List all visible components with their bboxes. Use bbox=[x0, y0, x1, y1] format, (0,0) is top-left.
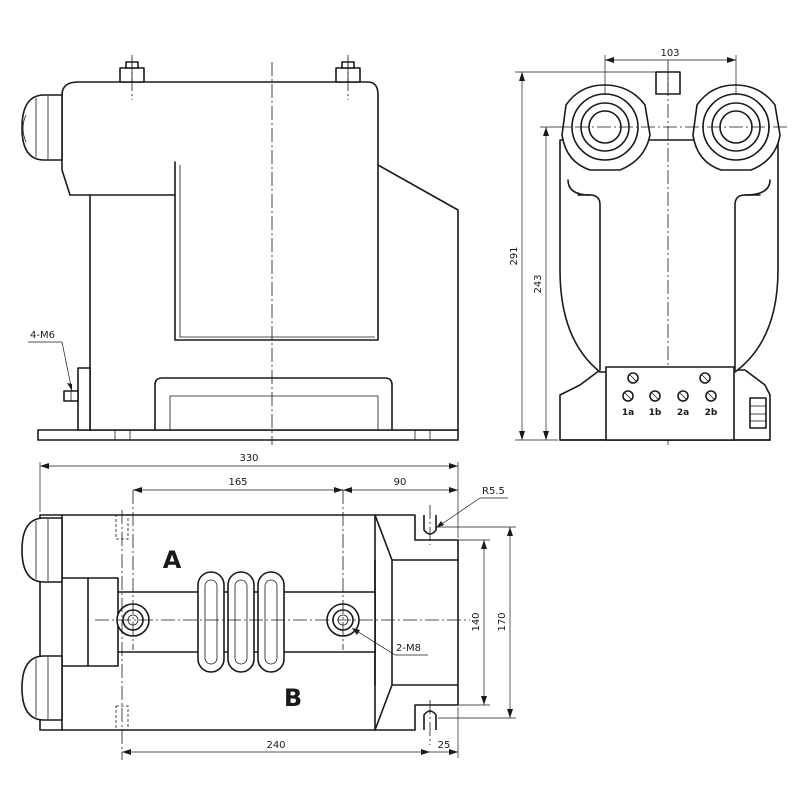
terminal-label-2a: 2a bbox=[677, 408, 689, 418]
plan-insulator-sheds bbox=[197, 571, 285, 673]
front-base-plate bbox=[37, 429, 459, 441]
side-ground-terminal bbox=[749, 397, 767, 429]
plan-terminal-housing-bottom bbox=[21, 655, 63, 721]
terminal-label-1a: 1a bbox=[622, 408, 634, 418]
dim-top-width: 103 bbox=[660, 48, 679, 59]
primary-label-a: A bbox=[163, 546, 182, 574]
front-handle bbox=[154, 377, 393, 431]
terminal-studs bbox=[622, 372, 717, 402]
dim-slot-radius: R5.5 bbox=[482, 486, 505, 497]
side-view: 1a 1b 2a 2b 103 291 243 bbox=[509, 48, 790, 445]
front-terminal-block bbox=[21, 94, 63, 161]
dim-bushing-height: 243 bbox=[533, 274, 544, 293]
dim-mount-length: 240 bbox=[266, 740, 285, 751]
front-view: 4-M6 bbox=[21, 55, 459, 445]
side-bushing-right bbox=[692, 84, 781, 171]
side-bushing-left bbox=[561, 84, 651, 171]
front-ground-bracket bbox=[77, 367, 91, 431]
plan-view: A B 2-M8 R5.5 330 165 90 1 bbox=[21, 453, 516, 760]
callout-base-bolts: 4-M6 bbox=[30, 330, 55, 341]
terminal-board bbox=[605, 366, 735, 441]
plan-terminal-housing-top bbox=[21, 517, 63, 583]
dim-hole-spacing: 165 bbox=[228, 477, 247, 488]
callout-primary-bolts: 2-M8 bbox=[396, 643, 421, 654]
terminal-label-1b: 1b bbox=[649, 408, 662, 418]
side-body bbox=[559, 139, 779, 373]
terminal-label-2b: 2b bbox=[705, 408, 718, 418]
dim-mount-spacing-short: 140 bbox=[471, 612, 482, 631]
primary-label-b: B bbox=[284, 684, 302, 712]
plan-primary-clamp bbox=[87, 577, 119, 667]
dim-mount-spacing-long: 170 bbox=[497, 612, 508, 631]
dim-right-offset: 90 bbox=[394, 477, 407, 488]
dim-slot-offset: 25 bbox=[438, 740, 451, 751]
dim-overall-length: 330 bbox=[239, 453, 258, 464]
dim-overall-height: 291 bbox=[509, 246, 520, 265]
